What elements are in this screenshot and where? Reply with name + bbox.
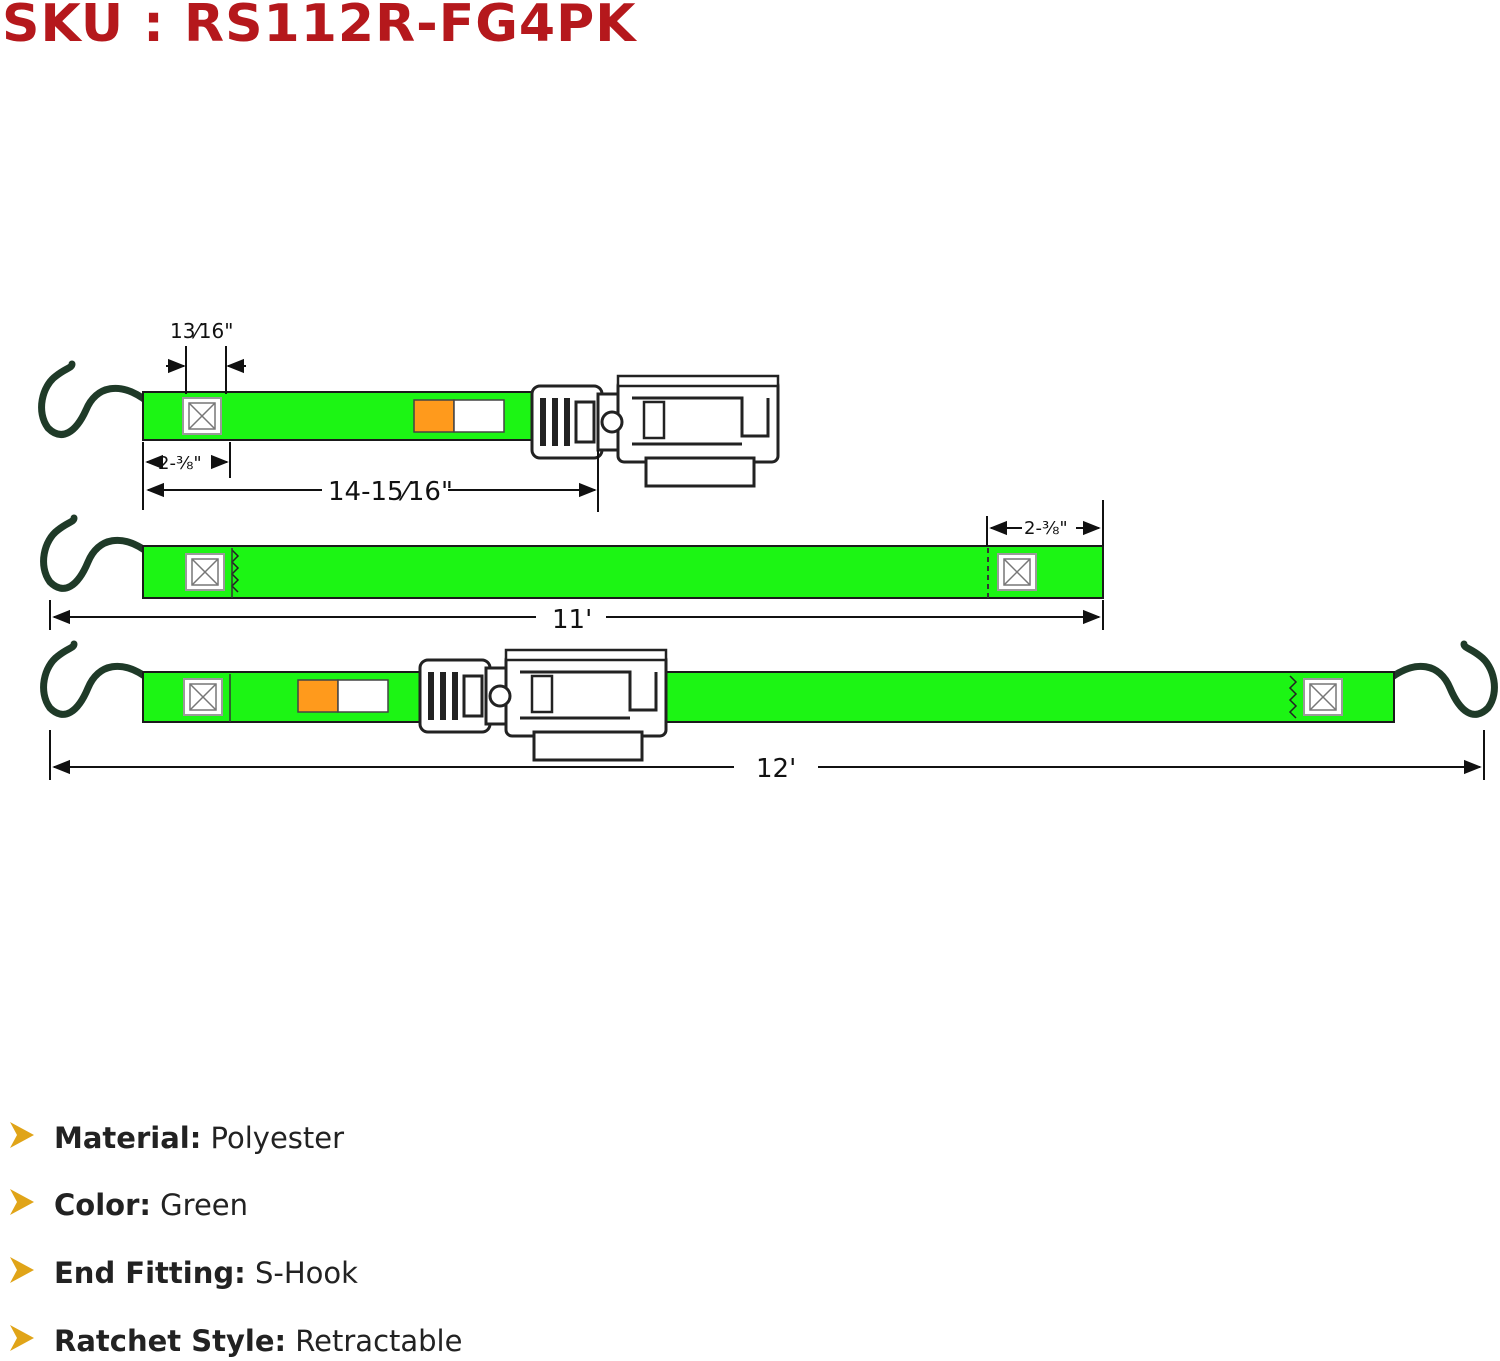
dimension-overall: 12'	[49, 730, 1485, 784]
spec-label: Color:	[54, 1188, 151, 1222]
spec-item-material: Material: Polyester	[0, 1108, 800, 1158]
spec-label: Ratchet Style:	[54, 1324, 287, 1358]
strap-dimension-diagram: 13⁄16" 2-⅜" 14-15⁄16"	[0, 300, 1500, 820]
dimension-loop-middle: 2-⅜"	[986, 500, 1104, 546]
spec-value: S-Hook	[245, 1256, 358, 1290]
sku-title: SKU : RS112R-FG4PK	[2, 0, 637, 54]
dimension-loop-top: 2-⅜"	[142, 442, 231, 510]
ratchet-buckle-icon	[418, 648, 668, 762]
loop-top-label: 2-⅜"	[158, 453, 202, 474]
strap-middle	[40, 514, 1104, 599]
dimension-stitch-width: 13⁄16"	[166, 319, 246, 394]
chevron-right-icon	[10, 1325, 34, 1351]
strap-ratchet-long	[40, 640, 1498, 762]
middle-strap-label: 11'	[552, 605, 592, 635]
ratchet-buckle-icon	[530, 374, 780, 488]
strap-ratchet-short	[38, 360, 780, 488]
spec-item-color: Color: Green	[0, 1175, 800, 1225]
spec-value: Green	[150, 1188, 249, 1222]
spec-value: Polyester	[201, 1121, 345, 1155]
chevron-right-icon	[10, 1257, 34, 1283]
spec-item-ratchet-style: Ratchet Style: Retractable	[0, 1311, 800, 1361]
s-hook-icon	[40, 514, 154, 592]
spec-label: Material:	[54, 1121, 202, 1155]
loop-middle-label: 2-⅜"	[1024, 518, 1068, 539]
spec-item-end-fitting: End Fitting: S-Hook	[0, 1243, 800, 1293]
ratchet-strap-label: 14-15⁄16"	[328, 477, 453, 507]
spec-label: End Fitting:	[54, 1256, 246, 1290]
dimension-middle-strap: 11'	[49, 600, 1104, 635]
chevron-right-icon	[10, 1122, 34, 1148]
stitch-width-label: 13⁄16"	[170, 319, 233, 343]
s-hook-icon	[38, 360, 152, 438]
chevron-right-icon	[10, 1189, 34, 1215]
dimension-ratchet-strap: 14-15⁄16"	[146, 450, 599, 512]
spec-value: Retractable	[286, 1324, 463, 1358]
s-hook-icon	[40, 640, 154, 718]
overall-length-label: 12'	[756, 754, 796, 784]
s-hook-icon	[1384, 640, 1498, 718]
